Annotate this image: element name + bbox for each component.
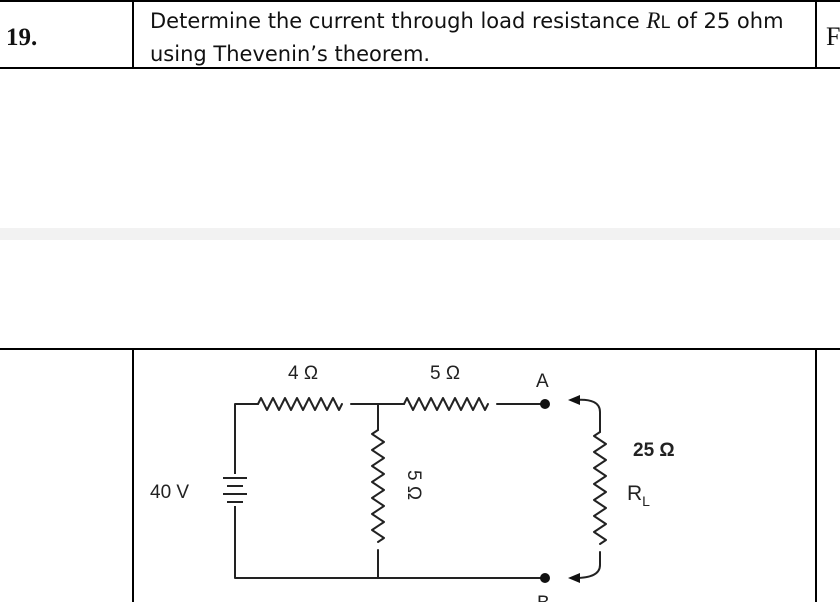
question-text-part1: Determine the current through load resis…	[150, 9, 647, 33]
label-source: 40 V	[150, 482, 189, 503]
table-top-border	[0, 0, 840, 2]
table-right-divider	[815, 0, 817, 69]
node-b-dot	[540, 573, 550, 583]
wire-bottom	[234, 529, 546, 579]
table-row-border	[0, 67, 840, 69]
resistor-4ohm	[257, 397, 343, 411]
node-a-dot	[540, 399, 550, 409]
resistor-rl	[593, 431, 607, 545]
label-r1: 4 Ω	[288, 363, 318, 384]
label-rl-value: 25 Ω	[633, 440, 675, 461]
label-node-b: B	[537, 593, 550, 602]
right-column-cut-char: F	[826, 22, 840, 51]
label-r2: 5 Ω	[430, 363, 460, 384]
question-var-r: R	[646, 8, 661, 33]
label-node-a: A	[536, 371, 549, 392]
question-number: 19.	[6, 24, 38, 51]
figure-column-divider	[132, 348, 134, 602]
figure-table-top-border	[0, 348, 840, 350]
wire-load-top	[574, 398, 601, 433]
figure-right-divider	[815, 348, 817, 602]
label-rl-name: RL	[627, 482, 650, 509]
question-text: Determine the current through load resis…	[150, 5, 810, 70]
table-column-divider	[132, 0, 134, 69]
label-rl-r: R	[627, 482, 642, 505]
load-arrow-top	[568, 395, 580, 405]
page-gap-band	[0, 228, 840, 240]
battery-symbol	[223, 437, 247, 530]
load-arrow-bottom	[568, 573, 580, 583]
resistor-5ohm-shunt	[371, 429, 385, 543]
question-var-sub: L	[660, 13, 670, 33]
label-r3: 5 Ω	[403, 470, 424, 500]
label-rl-sub: L	[642, 493, 650, 509]
wire-top-left	[234, 403, 259, 438]
resistor-5ohm-series	[403, 397, 489, 411]
question-text-part2: of 25 ohm using Thevenin’s theorem.	[150, 9, 784, 66]
